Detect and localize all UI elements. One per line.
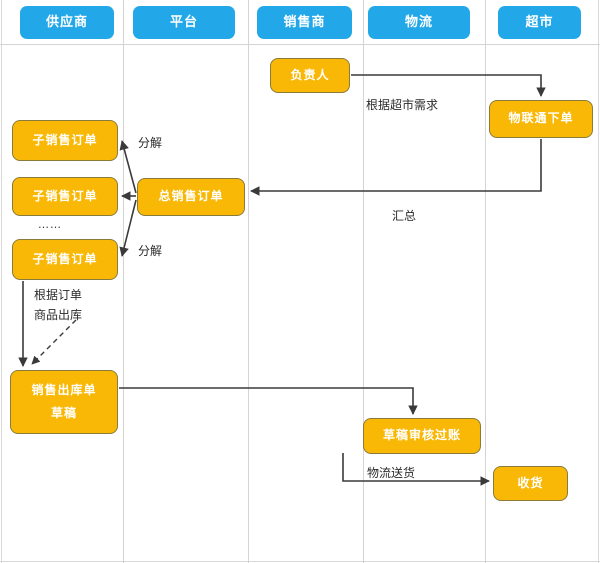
lane-header-logistics-label: 物流 xyxy=(404,15,433,30)
node-sub-order-1[interactable]: 子销售订单 xyxy=(12,120,118,161)
node-sub-order-1-label: 子销售订单 xyxy=(32,132,98,147)
node-iot-order-label: 物联通下单 xyxy=(508,111,574,126)
sub-order-ellipsis: …… xyxy=(38,218,62,231)
node-sub-order-3[interactable]: 子销售订单 xyxy=(12,239,118,280)
lane-header-dealer[interactable]: 销售商 xyxy=(257,6,352,39)
edge-label-decompose-bottom: 分解 xyxy=(138,244,163,258)
lane-header-separator xyxy=(0,44,600,45)
lane-header-platform-label: 平台 xyxy=(169,15,198,30)
edge-label-by-market-demand: 根据超市需求 xyxy=(366,98,439,112)
lane-header-logistics[interactable]: 物流 xyxy=(368,6,470,39)
node-sub-order-2-label: 子销售订单 xyxy=(32,188,98,203)
edge-label-decompose-top: 分解 xyxy=(138,136,163,150)
node-outbound-draft-line2: 草稿 xyxy=(50,406,77,420)
lane-header-market-label: 超市 xyxy=(525,15,554,30)
node-receive-label: 收货 xyxy=(517,475,544,490)
node-audit-post[interactable]: 草稿审核过账 xyxy=(363,418,481,454)
lane-divider-3 xyxy=(363,0,364,563)
grid-outer-right-border xyxy=(598,0,599,563)
lane-header-supplier-label: 供应商 xyxy=(45,15,88,30)
lane-header-supplier[interactable]: 供应商 xyxy=(20,6,114,39)
node-total-order[interactable]: 总销售订单 xyxy=(137,178,245,216)
edge-label-aggregate: 汇总 xyxy=(392,209,417,223)
node-iot-order[interactable]: 物联通下单 xyxy=(489,100,593,138)
node-sub-order-2[interactable]: 子销售订单 xyxy=(12,177,118,216)
node-receive[interactable]: 收货 xyxy=(493,466,568,501)
grid-outer-bottom-border xyxy=(0,561,600,562)
node-owner[interactable]: 负责人 xyxy=(270,58,350,93)
edge-label-by-order-line2: 商品出库 xyxy=(34,308,83,322)
node-outbound-draft[interactable]: 销售出库单 草稿 xyxy=(10,370,118,434)
grid-outer-left-border xyxy=(1,0,2,563)
lane-divider-4 xyxy=(485,0,486,563)
lane-header-platform[interactable]: 平台 xyxy=(133,6,235,39)
node-owner-label: 负责人 xyxy=(290,67,330,82)
node-audit-post-label: 草稿审核过账 xyxy=(382,428,461,443)
lane-divider-2 xyxy=(248,0,249,563)
node-sub-order-3-label: 子销售订单 xyxy=(32,251,98,266)
node-total-order-label: 总销售订单 xyxy=(158,189,224,204)
edge-label-by-order-line1: 根据订单 xyxy=(34,288,83,302)
lane-header-dealer-label: 销售商 xyxy=(283,15,326,30)
lane-header-market[interactable]: 超市 xyxy=(498,6,581,39)
node-outbound-draft-line1: 销售出库单 xyxy=(31,383,97,398)
lane-divider-1 xyxy=(123,0,124,563)
edge-label-logistics-deliver: 物流送货 xyxy=(367,466,416,480)
